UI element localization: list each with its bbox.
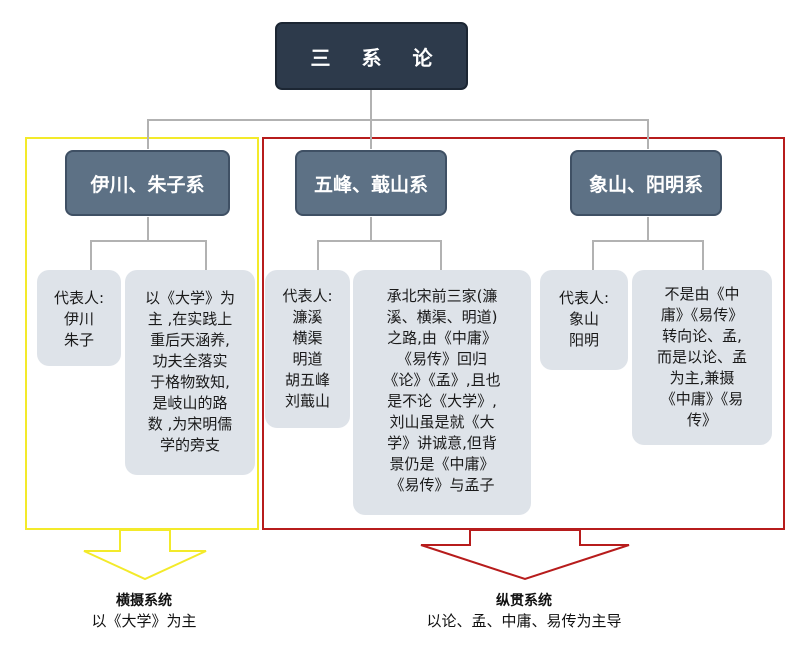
desc-line: 《易传》与孟子 bbox=[389, 476, 495, 494]
desc-line: 景仍是《中庸》 bbox=[389, 455, 495, 473]
desc-line: 《论》《孟》,且也 bbox=[383, 371, 501, 389]
rep-name: 象山 bbox=[568, 310, 599, 328]
school-xiangshan-yangming: 象山、阳明系 bbox=[570, 150, 722, 216]
desc-line: 以《大学》为 bbox=[144, 289, 235, 307]
desc-line: 学的旁支 bbox=[159, 436, 220, 454]
desc-line: 数 ,为宋明儒 bbox=[147, 415, 233, 433]
rep-name: 阳明 bbox=[568, 331, 599, 349]
desc-line: 传》 bbox=[686, 411, 717, 429]
horizontal-system-caption: 横摄系统 以《大学》为主 bbox=[14, 592, 274, 631]
root-title-box: 三 系 论 bbox=[275, 22, 468, 90]
desc-line: 溪、横渠、明道) bbox=[386, 308, 498, 326]
group-title: 纵贯系统 bbox=[496, 593, 552, 609]
desc-line: 之路,由《中庸》 bbox=[387, 329, 497, 347]
vertical-system-caption: 纵贯系统 以论、孟、中庸、易传为主导 bbox=[394, 592, 654, 631]
desc-line: 是不论《大学》, bbox=[387, 392, 497, 410]
rep-name: 朱子 bbox=[63, 331, 94, 349]
rep-name: 明道 bbox=[292, 350, 323, 368]
description-box-1: 以《大学》为 主 ,在实践上 重后天涵养, 功夫全落实 于格物致知, 是岐山的路… bbox=[125, 270, 255, 475]
desc-line: 于格物致知, bbox=[150, 373, 230, 391]
desc-line: 转向论、孟, bbox=[662, 327, 742, 345]
desc-line: 主 ,在实践上 bbox=[147, 310, 233, 328]
description-box-2: 承北宋前三家(濂 溪、横渠、明道) 之路,由《中庸》 《易传》回归 《论》《孟》… bbox=[353, 270, 531, 515]
representatives-box-2: 代表人: 濂溪 横渠 明道 胡五峰 刘蕺山 bbox=[265, 270, 350, 428]
desc-line: 《中庸》《易 bbox=[660, 390, 744, 408]
rep-name: 濂溪 bbox=[292, 308, 323, 326]
desc-line: 是岐山的路 bbox=[152, 394, 228, 412]
school-name: 象山、阳明系 bbox=[588, 173, 703, 196]
group-subtitle: 以《大学》为主 bbox=[91, 612, 197, 630]
vertical-system-arrow-icon bbox=[420, 529, 630, 581]
group-title: 横摄系统 bbox=[116, 593, 172, 609]
school-name: 伊川、朱子系 bbox=[90, 173, 205, 196]
horizontal-system-arrow-icon bbox=[83, 529, 207, 581]
rep-label: 代表人: bbox=[282, 287, 333, 305]
school-name: 五峰、蕺山系 bbox=[313, 173, 428, 196]
rep-name: 胡五峰 bbox=[284, 371, 330, 389]
root-title: 三 系 论 bbox=[310, 45, 445, 70]
desc-line: 学》讲诚意,但背 bbox=[387, 434, 497, 452]
representatives-box-3: 代表人: 象山 阳明 bbox=[540, 270, 628, 370]
description-box-3: 不是由《中 庸》《易传》 转向论、孟, 而是以论、孟 为主,兼摄 《中庸》《易 … bbox=[632, 270, 772, 445]
rep-name: 横渠 bbox=[292, 329, 323, 347]
rep-label: 代表人: bbox=[53, 289, 105, 307]
group-subtitle: 以论、孟、中庸、易传为主导 bbox=[426, 612, 622, 630]
desc-line: 重后天涵养, bbox=[150, 331, 230, 349]
desc-line: 庸》《易传》 bbox=[660, 306, 744, 324]
rep-name: 伊川 bbox=[63, 310, 94, 328]
desc-line: 《易传》回归 bbox=[396, 350, 487, 368]
desc-line: 承北宋前三家(濂 bbox=[386, 287, 498, 305]
desc-line: 为主,兼摄 bbox=[669, 369, 735, 387]
rep-label: 代表人: bbox=[558, 289, 610, 307]
desc-line: 刘山虽是就《大 bbox=[389, 413, 495, 431]
representatives-box-1: 代表人: 伊川 朱子 bbox=[37, 270, 121, 366]
desc-line: 功夫全落实 bbox=[152, 352, 228, 370]
school-wufeng-jishan: 五峰、蕺山系 bbox=[295, 150, 447, 216]
school-yichuan-zhuzi: 伊川、朱子系 bbox=[65, 150, 230, 216]
rep-name: 刘蕺山 bbox=[284, 392, 330, 410]
desc-line: 而是以论、孟 bbox=[656, 348, 747, 366]
desc-line: 不是由《中 bbox=[664, 285, 740, 303]
